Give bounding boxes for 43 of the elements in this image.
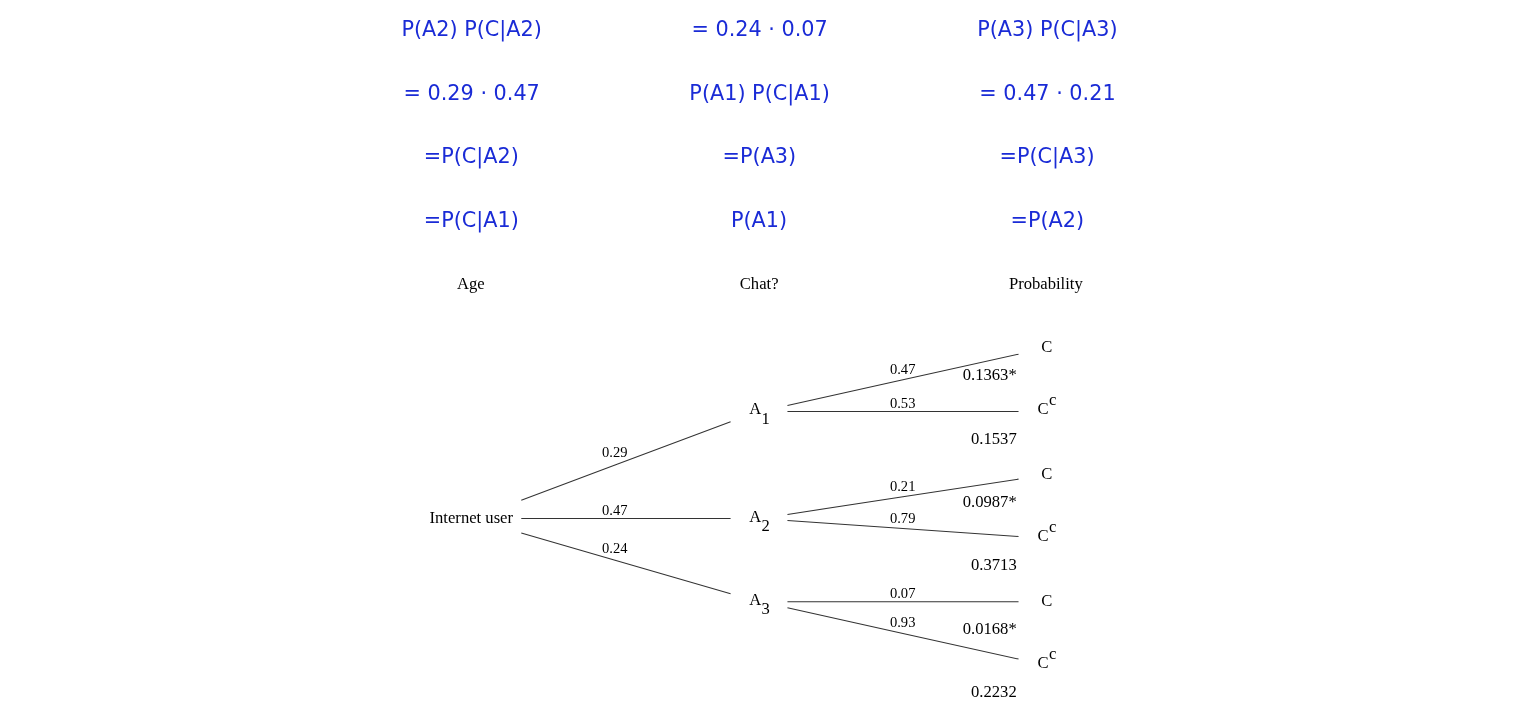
label: P(A2) P(C|A2) <box>401 17 542 42</box>
edge-label: 0.21 <box>889 477 916 494</box>
label: = 0.24 · 0.07 <box>691 17 828 42</box>
label: =P(A2) <box>1010 207 1085 232</box>
node-label: 0.1363* <box>962 365 1017 385</box>
edge-label: 0.07 <box>889 584 916 601</box>
edge-label: 0.79 <box>889 509 916 526</box>
node-label: 0.3713 <box>971 555 1017 575</box>
connector <box>786 519 1020 537</box>
label: = 0.29 · 0.47 <box>403 80 540 105</box>
connector <box>786 607 1020 660</box>
label: P(A1) P(C|A1) <box>689 80 830 105</box>
node-label: 0.1537 <box>971 428 1017 448</box>
edge-label: 0.93 <box>889 613 916 630</box>
node-text: Internet user <box>429 507 513 527</box>
label: =P(C|A1) <box>423 207 519 232</box>
label: Age <box>457 273 485 293</box>
edge-label: 0.47 <box>602 501 628 518</box>
label: P(A3) P(C|A3) <box>977 17 1118 42</box>
connector <box>520 532 732 595</box>
connector <box>786 353 1020 406</box>
node-text: C <box>1041 590 1053 610</box>
label: =P(C|A3) <box>999 144 1095 169</box>
label: Probability <box>1008 273 1083 293</box>
node-text: C <box>1041 463 1053 483</box>
connector <box>786 411 1020 413</box>
node-text: C <box>1041 337 1053 357</box>
connector <box>786 601 1020 603</box>
connector <box>520 518 732 520</box>
node-label: 0.0987* <box>962 491 1017 511</box>
label: P(A1) <box>730 207 788 232</box>
edge-label: 0.47 <box>889 361 916 378</box>
connector <box>520 421 732 501</box>
label: =P(C|A2) <box>423 144 519 169</box>
edge-label: 0.53 <box>889 394 916 411</box>
edge-label: 0.29 <box>602 444 628 461</box>
edge-label: 0.24 <box>602 540 628 557</box>
connector <box>786 478 1020 515</box>
label: Chat? <box>739 273 779 293</box>
node-label: 0.2232 <box>971 682 1017 702</box>
label: =P(A3) <box>722 144 797 169</box>
label: = 0.47 · 0.21 <box>979 80 1116 105</box>
node-label: 0.0168* <box>962 618 1017 638</box>
